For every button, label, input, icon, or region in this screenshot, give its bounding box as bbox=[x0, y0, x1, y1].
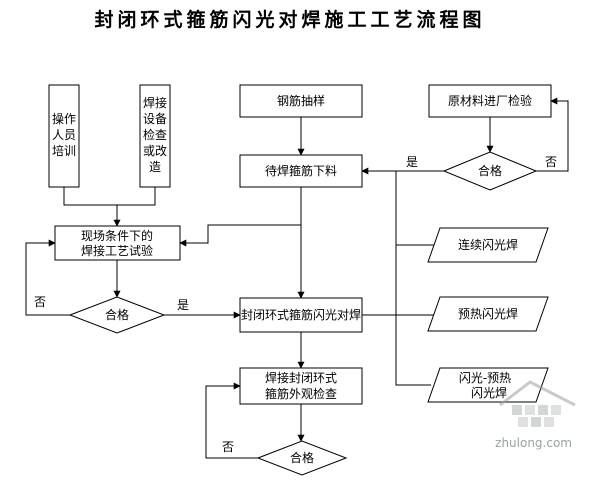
equipment-check-line-1: 焊接 bbox=[143, 95, 167, 110]
operator-training-node: 操作 人员 培训 bbox=[48, 84, 80, 188]
page-title: 封闭环式箍筋闪光对焊施工工艺流程图 bbox=[94, 8, 485, 31]
site-trial-line-1: 现场条件下的 bbox=[81, 228, 153, 243]
watermark-roof-icon bbox=[499, 380, 576, 407]
qualified-top-decision: 合格 bbox=[442, 151, 538, 191]
operator-training-line-3: 培训 bbox=[52, 143, 76, 158]
preheat-flash-label: 预热闪光焊 bbox=[458, 306, 518, 321]
connector-qualified-left-no bbox=[25, 239, 70, 316]
steel-sampling-label: 钢筋抽样 bbox=[277, 93, 325, 108]
appearance-check-node: 焊接封闭环式 箍筋外观检查 bbox=[239, 367, 363, 405]
material-inspection-label: 原材料进厂检验 bbox=[448, 93, 532, 108]
connector-method-trunk bbox=[395, 171, 431, 386]
operator-training-line-1: 操作 bbox=[52, 111, 76, 126]
connectors bbox=[25, 97, 569, 459]
connector-qualified-bottom-no bbox=[205, 382, 258, 459]
appearance-check-line-2: 箍筋外观检查 bbox=[265, 386, 337, 401]
no-left-label: 否 bbox=[34, 295, 46, 309]
continuous-flash-node: 连续闪光焊 bbox=[427, 227, 549, 263]
no-bottom-label: 否 bbox=[222, 440, 234, 454]
equipment-check-node: 焊接 设备 检查 或改 造 bbox=[139, 84, 171, 188]
cut-rebar-node: 待焊箍筋下料 bbox=[239, 154, 363, 188]
equipment-check-line-5: 造 bbox=[149, 160, 161, 174]
no-top-label: 否 bbox=[545, 155, 557, 169]
qualified-left-label: 合格 bbox=[105, 307, 129, 322]
site-trial-node: 现场条件下的 焊接工艺试验 bbox=[54, 225, 181, 261]
watermark-text: zhulong.com bbox=[495, 436, 572, 450]
flash-preheat-flash-line-2: 闪光焊 bbox=[471, 385, 507, 400]
qualified-bottom-decision: 合格 bbox=[256, 440, 348, 476]
appearance-check-line-1: 焊接封闭环式 bbox=[265, 370, 337, 385]
operator-training-line-2: 人员 bbox=[52, 128, 76, 142]
qualified-bottom-label: 合格 bbox=[290, 450, 314, 465]
preheat-flash-node: 预热闪光焊 bbox=[427, 296, 549, 332]
steel-sampling-node: 钢筋抽样 bbox=[239, 84, 363, 118]
yes-left-label: 是 bbox=[177, 298, 189, 312]
flash-preheat-flash-node: 闪光-预热 闪光焊 bbox=[427, 367, 549, 403]
butt-weld-label: 封闭环式箍筋闪光对焊 bbox=[241, 307, 361, 322]
equipment-check-line-4: 或改 bbox=[143, 144, 167, 158]
qualified-left-decision: 合格 bbox=[68, 296, 166, 334]
yes-top-label: 是 bbox=[406, 155, 418, 169]
flash-preheat-flash-line-1: 闪光-预热 bbox=[459, 371, 511, 385]
continuous-flash-label: 连续闪光焊 bbox=[458, 237, 518, 252]
connector-equipment-down bbox=[117, 187, 156, 206]
connector-cut-to-trial bbox=[179, 187, 302, 247]
connector-operator-down bbox=[63, 187, 117, 206]
qualified-top-label: 合格 bbox=[478, 163, 502, 178]
equipment-check-line-3: 检查 bbox=[143, 127, 167, 142]
cut-rebar-label: 待焊箍筋下料 bbox=[265, 163, 337, 178]
site-trial-line-2: 焊接工艺试验 bbox=[81, 243, 153, 258]
butt-weld-node: 封闭环式箍筋闪光对焊 bbox=[239, 297, 363, 333]
material-inspection-node: 原材料进厂检验 bbox=[428, 84, 552, 118]
watermark-logo bbox=[499, 380, 576, 427]
connector-qualified-top-no bbox=[536, 97, 569, 172]
equipment-check-line-2: 设备 bbox=[143, 112, 167, 126]
